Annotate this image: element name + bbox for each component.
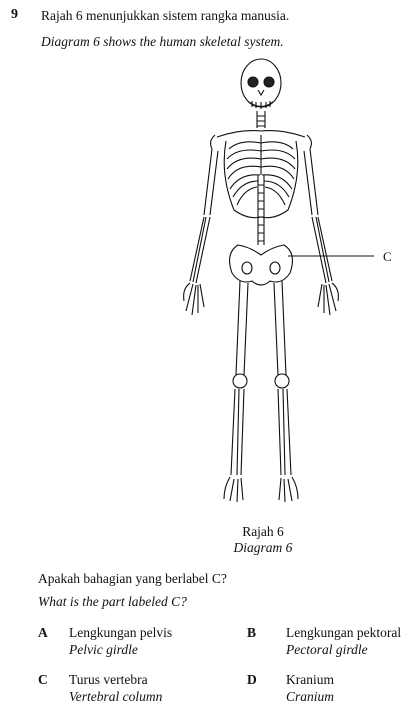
- neck-vertebrae: [256, 111, 266, 128]
- question-number: 9: [11, 7, 18, 22]
- femur-left: [235, 280, 249, 376]
- humerus-right: [303, 148, 319, 216]
- foot-left: [223, 476, 244, 503]
- option-d-english: Cranium: [286, 689, 335, 704]
- figure-label-c: C: [383, 249, 392, 264]
- option-a-malay: Lengkungan pelvis: [69, 625, 173, 640]
- femur-right: [273, 280, 287, 376]
- foot-right: [278, 476, 299, 503]
- option-c-malay: Turus vertebra: [69, 672, 148, 687]
- option-d-malay: Kranium: [286, 672, 334, 687]
- skull: [240, 58, 282, 108]
- option-d-letter: D: [247, 672, 257, 687]
- option-c-letter: C: [38, 672, 48, 687]
- hand-right: [317, 282, 339, 316]
- option-a[interactable]: A Lengkungan pelvis Pelvic girdle: [38, 625, 238, 663]
- option-c-english: Vertebral column: [69, 689, 163, 704]
- question-stem-english: Diagram 6 shows the human skeletal syste…: [41, 34, 284, 49]
- skeleton-diagram: C: [183, 58, 392, 503]
- figure-caption-malay: Rajah 6: [242, 524, 284, 539]
- option-a-english: Pelvic girdle: [69, 642, 138, 657]
- pelvic-girdle: [229, 244, 293, 286]
- hand-left: [183, 282, 205, 316]
- vertebral-column: [257, 175, 265, 245]
- question-prompt-english: What is the part labeled C?: [38, 594, 187, 609]
- humerus-left: [203, 148, 219, 216]
- option-b-english: Pectoral girdle: [286, 642, 368, 657]
- option-d[interactable]: D Kranium Cranium: [247, 672, 419, 710]
- figure-caption-english: Diagram 6: [233, 540, 293, 555]
- option-a-letter: A: [38, 625, 48, 640]
- option-b[interactable]: B Lengkungan pektoral Pectoral girdle: [247, 625, 419, 663]
- option-c[interactable]: C Turus vertebra Vertebral column: [38, 672, 238, 710]
- rib-cage: [223, 135, 299, 219]
- option-b-malay: Lengkungan pektoral: [286, 625, 402, 640]
- question-stem-malay: Rajah 6 menunjukkan sistem rangka manusi…: [41, 8, 290, 23]
- option-b-letter: B: [247, 625, 257, 640]
- question-prompt-malay: Apakah bahagian yang berlabel C?: [38, 571, 227, 586]
- clavicle: [216, 130, 306, 138]
